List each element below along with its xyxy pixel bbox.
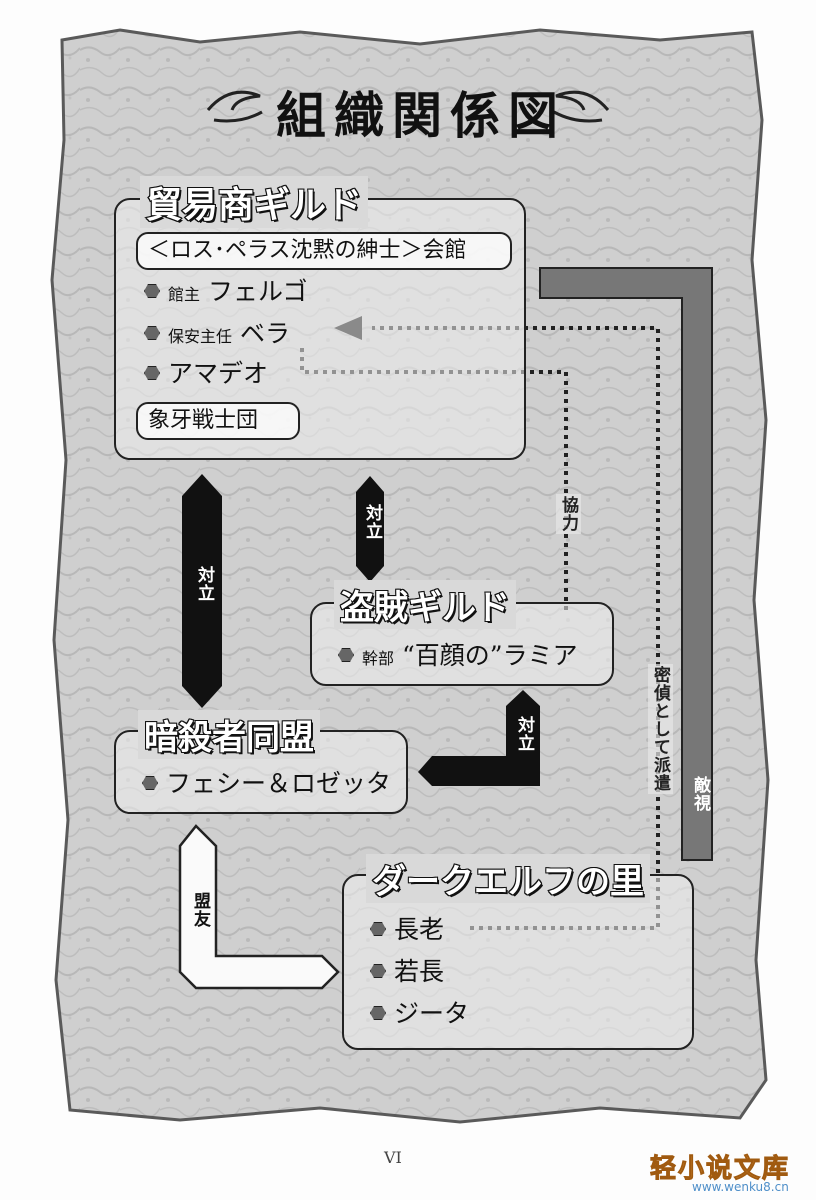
hexagon-bullet-icon — [370, 964, 386, 978]
page-number: VI — [384, 1148, 402, 1167]
member-lamia: 幹部 “百顔の”ラミア — [338, 636, 578, 672]
hexagon-bullet-icon — [370, 922, 386, 936]
hexagon-bullet-icon — [144, 326, 160, 340]
member-bera: 保安主任 ベラ — [144, 314, 290, 350]
page-title: 組織関係図 — [276, 86, 566, 145]
hexagon-bullet-icon — [144, 284, 160, 298]
oppose-label-trade-assassins: 対立 — [194, 566, 214, 602]
assassins-heading: 暗殺者同盟 — [138, 710, 320, 759]
trade-guild-hall: ＜ロス･ペラス沈黙の紳士＞会館 — [136, 232, 512, 270]
watermark-url: www.wenku8.cn — [692, 1180, 789, 1194]
oppose-arrow-thieves-assassins — [418, 690, 540, 786]
member-young-chief: 若長 — [370, 952, 444, 988]
oppose-label-thieves-assassins: 対立 — [514, 716, 534, 752]
hexagon-bullet-icon — [370, 1006, 386, 1020]
oppose-label-trade-thieves: 対立 — [362, 504, 382, 540]
cooperation-label: 協力 — [556, 494, 581, 534]
ivory-warriors-label: 象牙戦士団 — [136, 402, 300, 440]
alliance-arrow — [178, 824, 340, 990]
title-swirl-right — [553, 90, 610, 123]
hostility-label: 敵視 — [690, 776, 710, 812]
member-fessy-rosetta: フェシー＆ロゼッタ — [142, 764, 391, 800]
dark-elf-heading: ダークエルフの里 — [366, 854, 650, 903]
hexagon-bullet-icon — [338, 648, 354, 662]
hostility-connector — [539, 267, 713, 861]
title-swirl-left — [206, 90, 263, 123]
hexagon-bullet-icon — [144, 366, 160, 380]
dark-elf-box — [342, 874, 694, 1050]
member-elder: 長老 — [370, 910, 444, 946]
oppose-arrow-trade-assassins — [182, 474, 222, 708]
alliance-label: 盟友 — [190, 892, 210, 928]
member-amadeo: アマデオ — [144, 354, 268, 390]
watermark-text: 轻小说文库 — [649, 1154, 791, 1185]
thieves-guild-heading: 盗賊ギルド — [334, 580, 516, 629]
oppose-arrow-trade-thieves — [356, 476, 384, 582]
spy-label: 密偵として派遣 — [648, 664, 673, 794]
member-zita: ジータ — [370, 994, 469, 1030]
site-watermark: 轻小说文库 www.wenku8.cn — [649, 1148, 810, 1196]
hexagon-bullet-icon — [142, 776, 158, 790]
member-ferugo: 館主 フェルゴ — [144, 272, 308, 308]
trade-guild-heading: 貿易商ギルド — [140, 176, 369, 228]
